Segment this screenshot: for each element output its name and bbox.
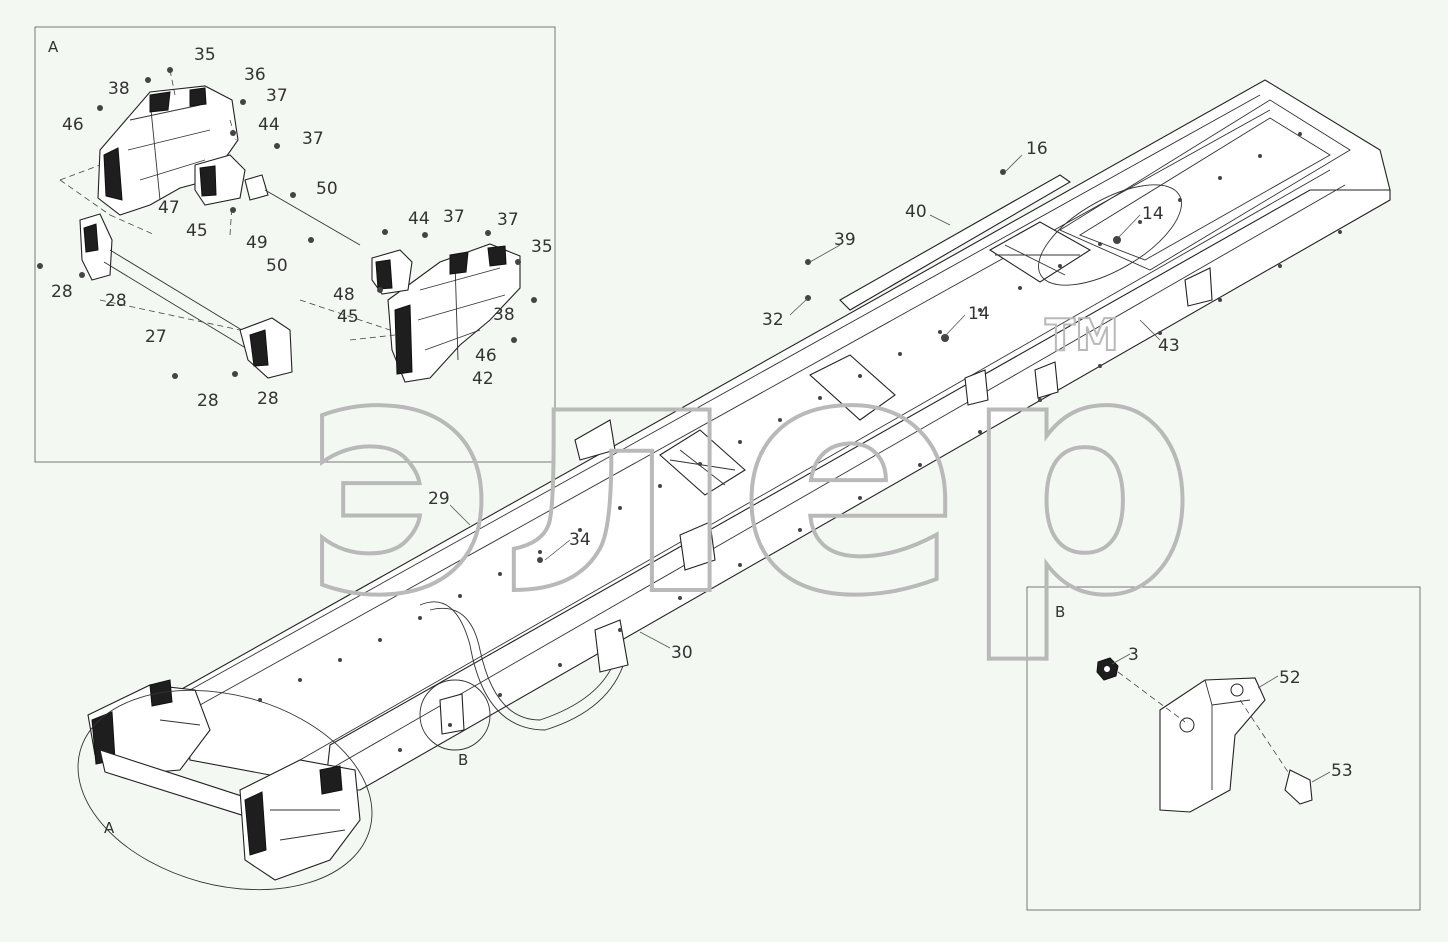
cross-member-front: [659, 429, 746, 496]
bracket-dark-face: [103, 147, 123, 201]
watermark-text: элер: [300, 284, 1197, 668]
label-14b: 14: [968, 304, 990, 324]
label-28b: 28: [105, 291, 127, 311]
label-39: 39: [834, 230, 856, 250]
detail-a-labels: 35 36 38 37 46 44 37 50 47 45 49 44 37 3…: [51, 45, 553, 411]
label-28d: 28: [257, 389, 279, 409]
cross-member-rear: [988, 221, 1092, 283]
label-53: 53: [1331, 761, 1353, 781]
label-49: 49: [246, 233, 268, 253]
label-37b: 37: [302, 129, 324, 149]
label-35: 35: [194, 45, 216, 65]
label-42: 42: [472, 369, 494, 389]
detail-a-view: A: [34, 26, 556, 463]
label-46: 46: [62, 115, 84, 135]
label-47: 47: [158, 198, 180, 218]
label-45b: 45: [337, 307, 359, 327]
label-44b: 44: [408, 209, 430, 229]
label-32: 32: [762, 310, 784, 330]
label-30: 30: [671, 643, 693, 663]
main-tag-a: A: [104, 819, 115, 837]
plate-34: [679, 521, 716, 571]
label-50b: 50: [266, 256, 288, 276]
label-37: 37: [266, 86, 288, 106]
detail-b-title: B: [1055, 603, 1065, 621]
label-46b: 46: [475, 346, 497, 366]
label-35b: 35: [531, 237, 553, 257]
label-36: 36: [244, 65, 266, 85]
detail-b-frame: [1026, 586, 1421, 911]
label-48: 48: [333, 285, 355, 305]
detail-a-frame: [34, 26, 556, 463]
detail-b-view: B 3 52 53: [1026, 586, 1421, 911]
label-28c: 28: [197, 391, 219, 411]
label-44: 44: [258, 115, 280, 135]
detail-a-title: A: [48, 38, 59, 56]
label-28: 28: [51, 282, 73, 302]
rivet-holes: [258, 132, 1342, 752]
label-40: 40: [905, 202, 927, 222]
highlight-a: [77, 689, 373, 891]
label-45: 45: [186, 221, 208, 241]
label-27: 27: [145, 327, 167, 347]
highlight-b: [419, 679, 491, 751]
label-16: 16: [1026, 139, 1048, 159]
bracket-52: [1159, 677, 1266, 813]
main-labels: 16 40 14 39 32 14 43 29 34 30 B A: [104, 139, 1180, 837]
label-37c: 37: [443, 207, 465, 227]
label-14: 14: [1142, 204, 1164, 224]
main-chassis-view: 16 40 14 39 32 14 43 29 34 30 B A: [77, 79, 1391, 891]
label-37d: 37: [497, 210, 519, 230]
label-29: 29: [428, 489, 450, 509]
label-43: 43: [1158, 336, 1180, 356]
watermark-tm: TM: [1045, 310, 1119, 361]
cross-member-middle: [809, 354, 896, 421]
label-38: 38: [108, 79, 130, 99]
label-52: 52: [1279, 668, 1301, 688]
bolt-53: [1284, 769, 1313, 805]
main-tag-b: B: [458, 751, 468, 769]
label-3: 3: [1128, 645, 1139, 665]
label-38b: 38: [493, 305, 515, 325]
main-leaders: [449, 154, 1161, 649]
watermark: элер TM: [298, 282, 1199, 670]
label-34: 34: [569, 530, 591, 550]
label-50: 50: [316, 179, 338, 199]
reinforcement-strip: [839, 174, 1072, 311]
